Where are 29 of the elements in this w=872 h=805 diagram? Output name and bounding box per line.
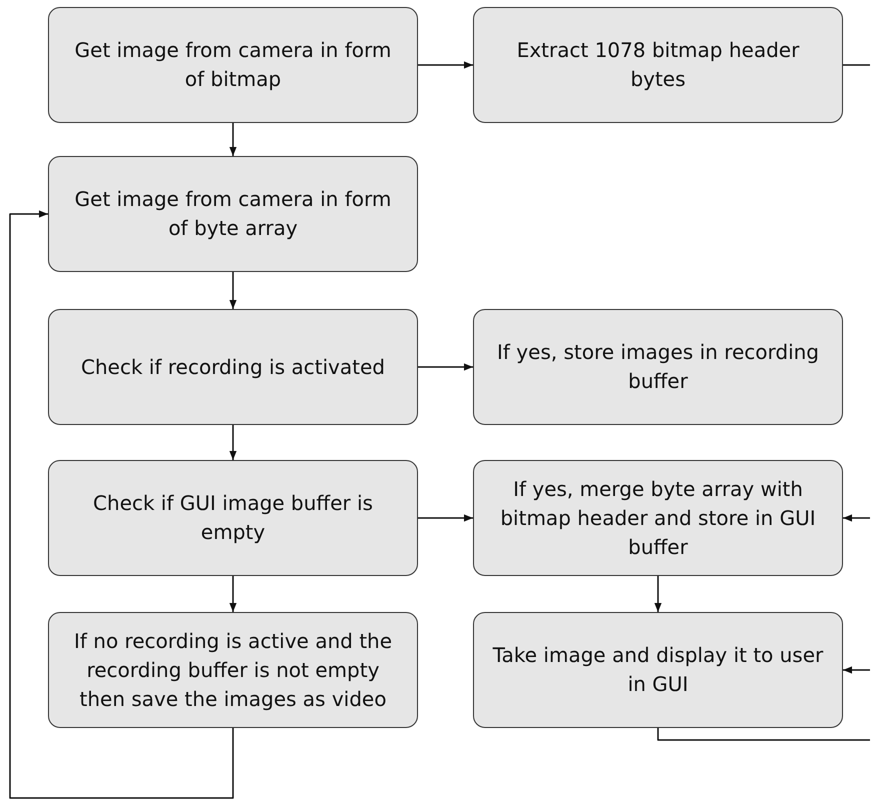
process-box: [48, 156, 418, 272]
step-text: Get image from camera in form of bitmap: [74, 37, 392, 93]
arrow: [229, 576, 237, 612]
process-box: [48, 7, 418, 123]
step-text: Check if recording is activated: [81, 354, 385, 380]
process-box: [473, 460, 843, 576]
step-text: Extract 1078 bitmap header bytes: [516, 37, 800, 93]
step-text: Get image from camera in form of byte array: [74, 186, 392, 242]
step-text: Check if GUI image buffer is empty: [92, 490, 374, 546]
process-box: [48, 460, 418, 576]
step-text: If no recording is active and the recording buffer is not empty then save the images as video: [72, 628, 394, 712]
arrow: [418, 363, 473, 371]
arrow: [229, 272, 237, 309]
arrow: [654, 576, 662, 612]
arrow: [9, 210, 234, 799]
arrow: [229, 123, 237, 156]
process-box: [48, 309, 418, 425]
arrow: [843, 514, 870, 522]
arrow: [418, 61, 473, 69]
step-text: If yes, merge byte array with bitmap header and store in GUI buffer: [499, 476, 817, 560]
arrow: [229, 425, 237, 460]
process-box: [473, 309, 843, 425]
arrow: [843, 666, 870, 674]
step-text: If yes, store images in recording buffer: [496, 339, 820, 395]
process-box: [473, 612, 843, 728]
process-box: [48, 612, 418, 728]
arrow: [418, 514, 473, 522]
step-text: Take image and display it to user in GUI: [492, 642, 824, 698]
process-box: [473, 7, 843, 123]
